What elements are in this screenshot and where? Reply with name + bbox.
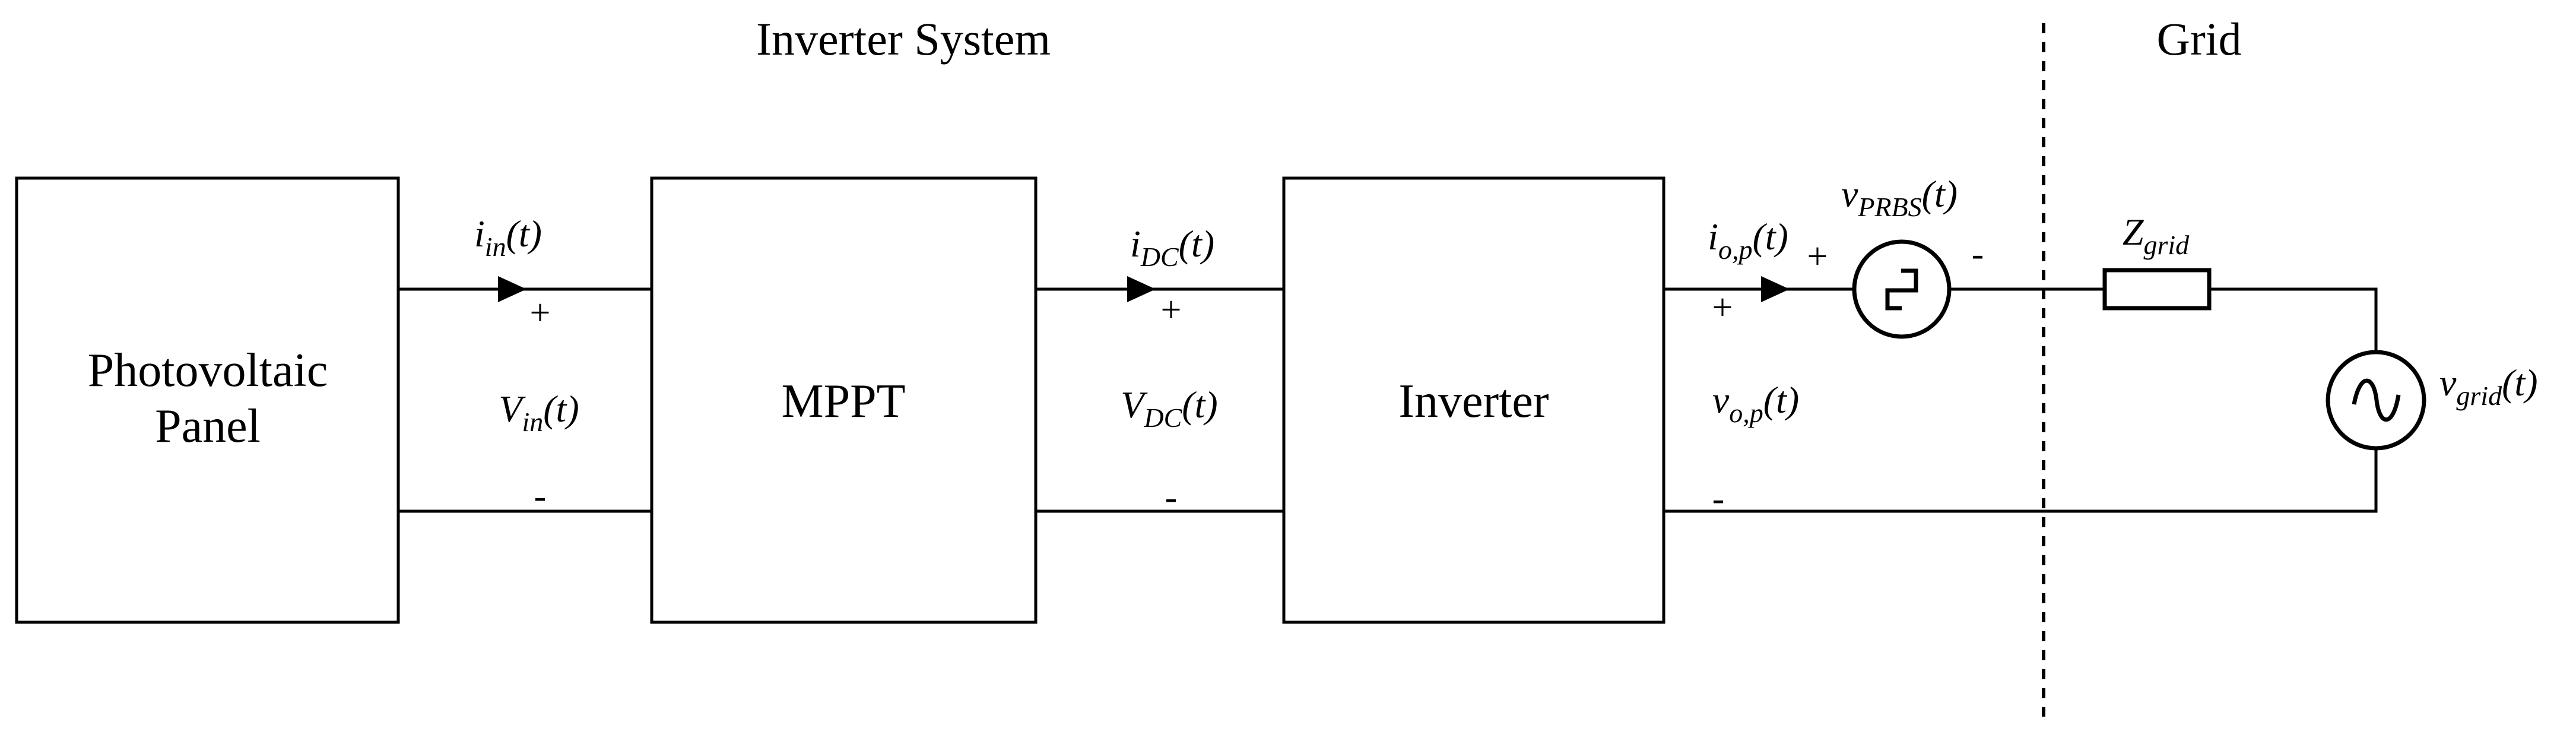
mppt-block [650,176,1038,624]
label-i-in: iin(t) [474,213,542,262]
plus-sign-vin: + [530,293,551,333]
inverter-system-title: Inverter System [756,13,1051,65]
plus-sign-vop: + [1712,287,1733,328]
current-arrow-idc-icon [1127,276,1156,302]
label-i-op: io,p(t) [1708,216,1788,265]
pv-panel-label-line1: Photovoltaic [88,344,328,397]
plus-sign-prbs: + [1807,236,1828,277]
bottom-wire-inverter-to-source [1664,448,2378,513]
current-arrow-iin-icon [498,276,526,302]
label-v-in: Vin(t) [499,388,579,437]
label-v-prbs: vPRBS(t) [1841,173,1958,222]
minus-sign-vin: - [534,476,547,517]
grid-title: Grid [2157,13,2242,65]
top-wire-impedance-to-source [2208,287,2378,354]
minus-sign-vdc: - [1165,477,1178,518]
pv-panel-label-line2: Panel [155,400,261,452]
label-v-op: vo,p(t) [1712,379,1799,428]
inverter-label: Inverter [1398,375,1549,428]
label-v-grid: vgrid(t) [2439,362,2538,411]
label-i-dc: iDC(t) [1130,223,1214,272]
grid-impedance-resistor [2102,268,2212,311]
sine-wave-icon [2352,378,2401,422]
pv-panel-block [15,176,400,624]
minus-sign-prbs: - [1972,234,1984,274]
inverter-block [1282,176,1665,624]
mppt-label: MPPT [782,375,906,428]
label-z-grid: Zgrid [2123,211,2190,260]
minus-sign-vop: - [1712,479,1725,519]
current-arrow-iop-icon [1761,276,1790,302]
label-v-dc: VDC(t) [1121,384,1217,433]
plus-sign-vdc: + [1161,290,1182,330]
square-wave-icon [1885,268,1918,311]
